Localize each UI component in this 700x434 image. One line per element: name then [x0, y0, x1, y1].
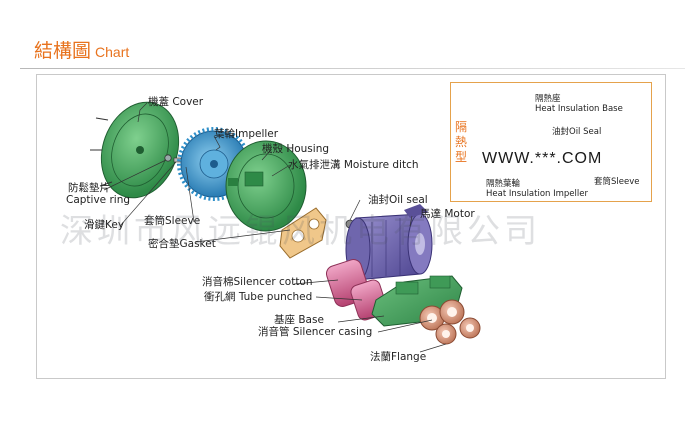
inset-title: 隔熱型 [455, 120, 468, 164]
label-moisture-ditch: 水氣排泄溝 Moisture ditch [288, 159, 419, 171]
gasket-part [279, 207, 327, 259]
label-motor: 馬達 Motor [420, 208, 475, 220]
label-housing: 機殼 Housing [262, 143, 330, 155]
label-flange: 法蘭Flange [370, 351, 427, 363]
label-oil-seal: 油封Oil seal [368, 194, 428, 206]
heat-insulation-inset [450, 82, 652, 202]
motor-part [345, 204, 433, 281]
label-sleeve: 套筒Sleeve [144, 215, 201, 227]
label-silencer-cotton: 消音棉Silencer cotton [202, 276, 313, 288]
leader-lines [103, 102, 447, 353]
inset-label-heat-base-en: Heat Insulation Base [535, 104, 623, 114]
title-divider [20, 68, 685, 69]
title-zh: 結構圖 [34, 40, 92, 62]
watermark-url: WWW.***.COM [482, 150, 603, 167]
flange-part [435, 317, 481, 345]
captive-ring-part [164, 154, 172, 162]
label-key: 滑鍵Key [84, 219, 125, 231]
label-impeller: 葉輪Impeller [214, 128, 279, 140]
label-base: 基座 Base [274, 314, 324, 326]
label-captive-ring-en: Captive ring [66, 194, 131, 206]
inset-label-oil-seal: 油封Oil Seal [552, 127, 602, 137]
inset-label-heat-impeller-zh: 隔熱葉輪 [486, 179, 521, 189]
label-cover: 機蓋 Cover [148, 96, 204, 108]
cover-part [90, 101, 180, 199]
label-tube-punched: 衝孔網 Tube punched [204, 291, 313, 303]
label-gasket: 密合墊Gasket [148, 238, 216, 250]
inset-label-heat-base-zh: 隔熱座 [535, 94, 561, 104]
silencer-casing-part [419, 299, 465, 331]
label-captive-ring-zh: 防鬆墊片 [68, 182, 110, 194]
label-silencer-casing: 消音管 Silencer casing [258, 326, 373, 338]
inset-label-heat-impeller-en: Heat Insulation Impeller [486, 189, 588, 199]
title-en: Chart [95, 44, 130, 60]
watermark-company: 深圳市风远锟风机电有限公司 [60, 211, 541, 250]
inset-label-sleeve: 套筒Sleeve [594, 177, 640, 187]
housing-part [225, 140, 307, 232]
